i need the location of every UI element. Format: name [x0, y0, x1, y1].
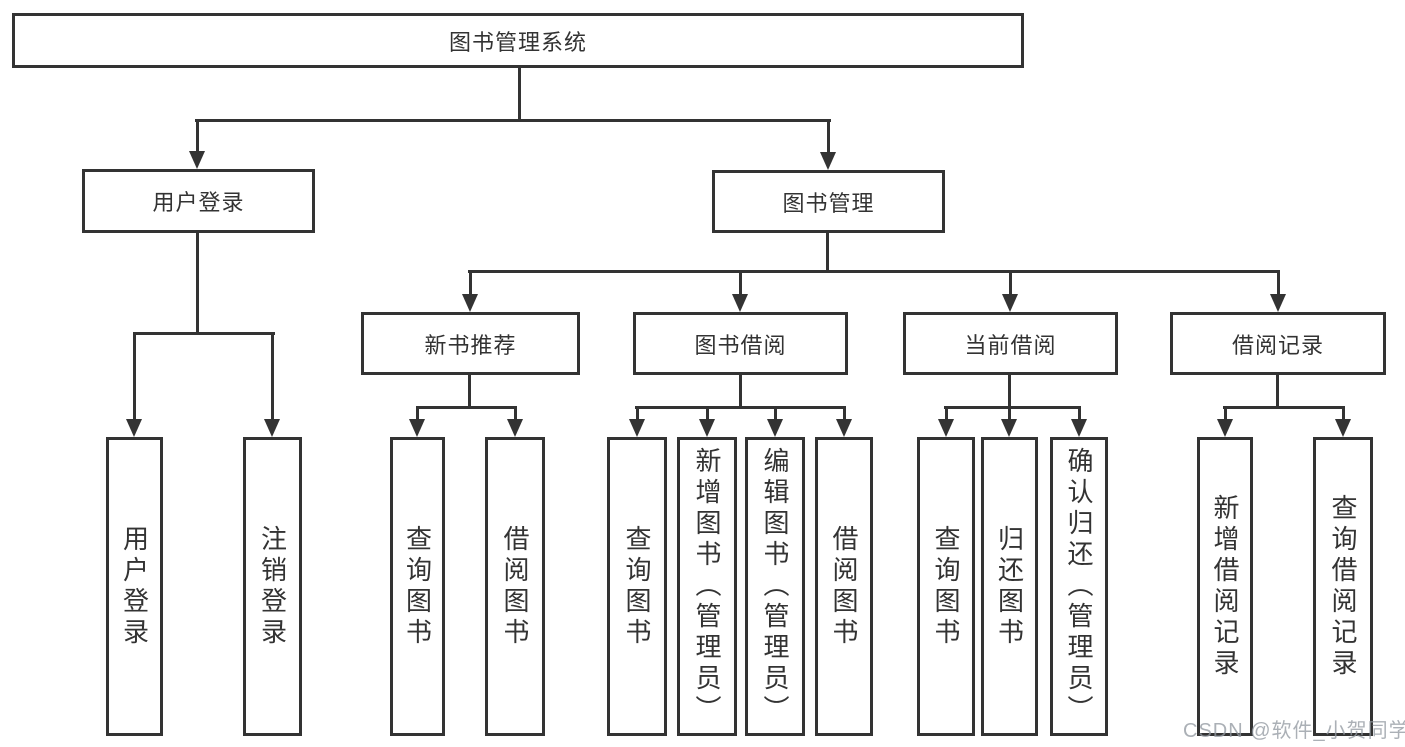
- arrow-leaf-icon: [938, 406, 954, 437]
- leaf-logout: 注销登录: [243, 437, 302, 736]
- arrow-leaf-icon: [699, 406, 715, 437]
- connector-borrow-records-rail: [1223, 406, 1345, 409]
- arrow-leaf-icon: [1217, 406, 1233, 437]
- connector-user-login-rail: [133, 332, 275, 335]
- leaf-query-books: 查询图书: [607, 437, 667, 736]
- leaf-borrow-books: 借阅图书: [815, 437, 873, 736]
- arrow-to-book-borrow-icon: [732, 270, 748, 312]
- leaf-borrow-books: 借阅图书: [485, 437, 545, 736]
- arrow-leaf-icon: [1335, 406, 1351, 437]
- arrow-leaf-icon: [767, 406, 783, 437]
- node-user-login: 用户登录: [82, 169, 315, 233]
- connector-new-book-recommend-rail: [416, 406, 517, 409]
- leaf-return-books: 归还图书: [981, 437, 1038, 736]
- node-book-borrow: 图书借阅: [633, 312, 848, 375]
- node-new-book-recommend: 新书推荐: [361, 312, 580, 375]
- arrow-to-user-login-icon: [189, 119, 205, 169]
- connector-book-borrow-rail: [635, 406, 846, 409]
- connector-level2-rail: [195, 119, 831, 122]
- leaf-add-borrow-record: 新增借阅记录: [1197, 437, 1253, 736]
- arrow-leaf-icon: [409, 406, 425, 437]
- leaf-user-login: 用户登录: [106, 437, 163, 736]
- arrow-to-logout-icon: [264, 332, 280, 437]
- connector-current-borrow-trunk: [1008, 375, 1011, 408]
- csdn-watermark: CSDN @软件_小贺同学: [1183, 720, 1405, 742]
- arrow-to-new-book-recommend-icon: [462, 270, 478, 312]
- connector-book-borrow-trunk: [739, 375, 742, 408]
- leaf-add-books-admin: 新增图书（管理员）: [677, 437, 737, 736]
- leaf-query-books: 查询图书: [390, 437, 445, 736]
- connector-book-management-trunk: [826, 233, 829, 272]
- connector-new-book-recommend-trunk: [468, 375, 471, 408]
- leaf-query-borrow-record: 查询借阅记录: [1313, 437, 1373, 736]
- arrow-to-current-borrow-icon: [1002, 270, 1018, 312]
- arrow-leaf-icon: [836, 406, 852, 437]
- arrow-to-login-icon: [126, 332, 142, 437]
- arrow-to-book-management-icon: [820, 119, 836, 170]
- arrow-leaf-icon: [1071, 406, 1087, 437]
- node-library-system: 图书管理系统: [12, 13, 1024, 68]
- leaf-query-books: 查询图书: [917, 437, 975, 736]
- arrow-leaf-icon: [1001, 406, 1017, 437]
- arrow-to-borrow-records-icon: [1270, 270, 1286, 312]
- connector-level3-rail: [468, 270, 1280, 273]
- leaf-confirm-return-admin: 确认归还（管理员）: [1050, 437, 1108, 736]
- node-borrow-records: 借阅记录: [1170, 312, 1386, 375]
- connector-borrow-records-trunk: [1276, 375, 1279, 408]
- connector-root-trunk: [518, 68, 521, 121]
- arrow-leaf-icon: [629, 406, 645, 437]
- arrow-leaf-icon: [507, 406, 523, 437]
- leaf-edit-books-admin: 编辑图书（管理员）: [745, 437, 805, 736]
- connector-user-login-trunk: [196, 233, 199, 334]
- node-book-management: 图书管理: [712, 170, 945, 233]
- connector-current-borrow-rail: [944, 406, 1081, 409]
- node-current-borrow: 当前借阅: [903, 312, 1118, 375]
